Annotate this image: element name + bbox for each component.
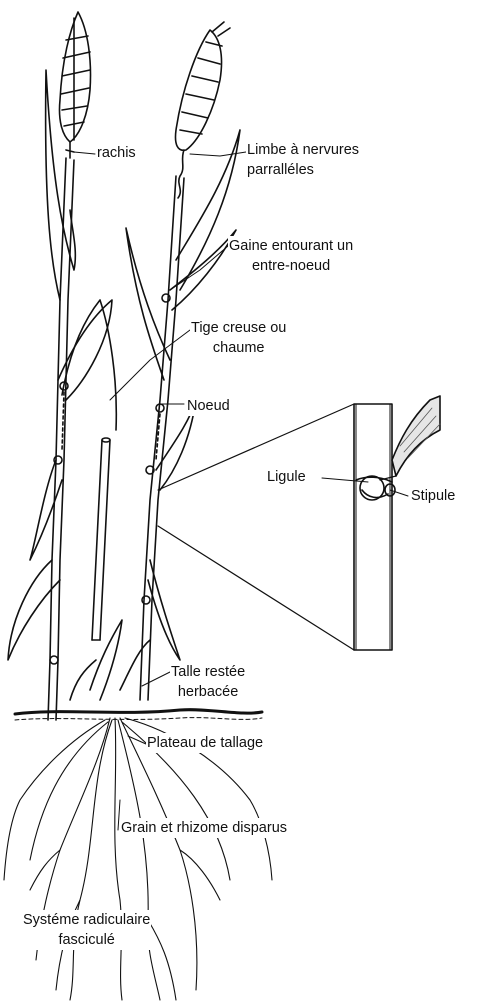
label-stipule-text: Stipule <box>411 486 455 506</box>
label-plateau-text: Plateau de tallage <box>147 733 263 753</box>
label-gaine: Gaine entourant un entre-noeud <box>228 236 354 276</box>
label-noeud: Noeud <box>186 396 231 416</box>
label-tige-line2: chaume <box>191 338 286 358</box>
label-noeud-text: Noeud <box>187 396 230 416</box>
label-talle-line1: Talle restée <box>171 662 245 682</box>
right-wheat-ear <box>175 22 230 198</box>
label-systeme-line1: Systéme radiculaire <box>23 910 150 930</box>
label-grain-text: Grain et rhizome disparus <box>121 818 287 838</box>
label-plateau: Plateau de tallage <box>146 733 264 753</box>
label-limbe-line2: parralléles <box>247 160 359 180</box>
hollow-stem-section <box>92 438 110 640</box>
left-stem <box>8 70 116 720</box>
label-systeme: Systéme radiculaire fasciculé <box>22 910 151 950</box>
label-ligule-text: Ligule <box>267 467 306 487</box>
label-limbe: Limbe à nervures parralléles <box>246 140 360 180</box>
label-tige: Tige creuse ou chaume <box>190 318 287 358</box>
zoom-lines <box>158 404 354 650</box>
tillers <box>70 620 150 700</box>
label-systeme-line2: fasciculé <box>23 930 150 950</box>
left-wheat-ear <box>59 12 90 158</box>
label-ligule: Ligule <box>266 467 307 487</box>
root-system <box>4 718 272 1000</box>
label-gaine-line2: entre-noeud <box>229 256 353 276</box>
label-talle: Talle restée herbacée <box>170 662 246 702</box>
label-talle-line2: herbacée <box>171 682 245 702</box>
label-rachis-text: rachis <box>97 143 136 163</box>
label-stipule: Stipule <box>410 486 456 506</box>
label-gaine-line1: Gaine entourant un <box>229 236 353 256</box>
inset-node-closeup <box>354 396 440 650</box>
label-tige-line1: Tige creuse ou <box>191 318 286 338</box>
label-limbe-line1: Limbe à nervures <box>247 140 359 160</box>
label-grain: Grain et rhizome disparus <box>120 818 288 838</box>
soil-line <box>15 710 262 720</box>
label-rachis: rachis <box>96 143 137 163</box>
